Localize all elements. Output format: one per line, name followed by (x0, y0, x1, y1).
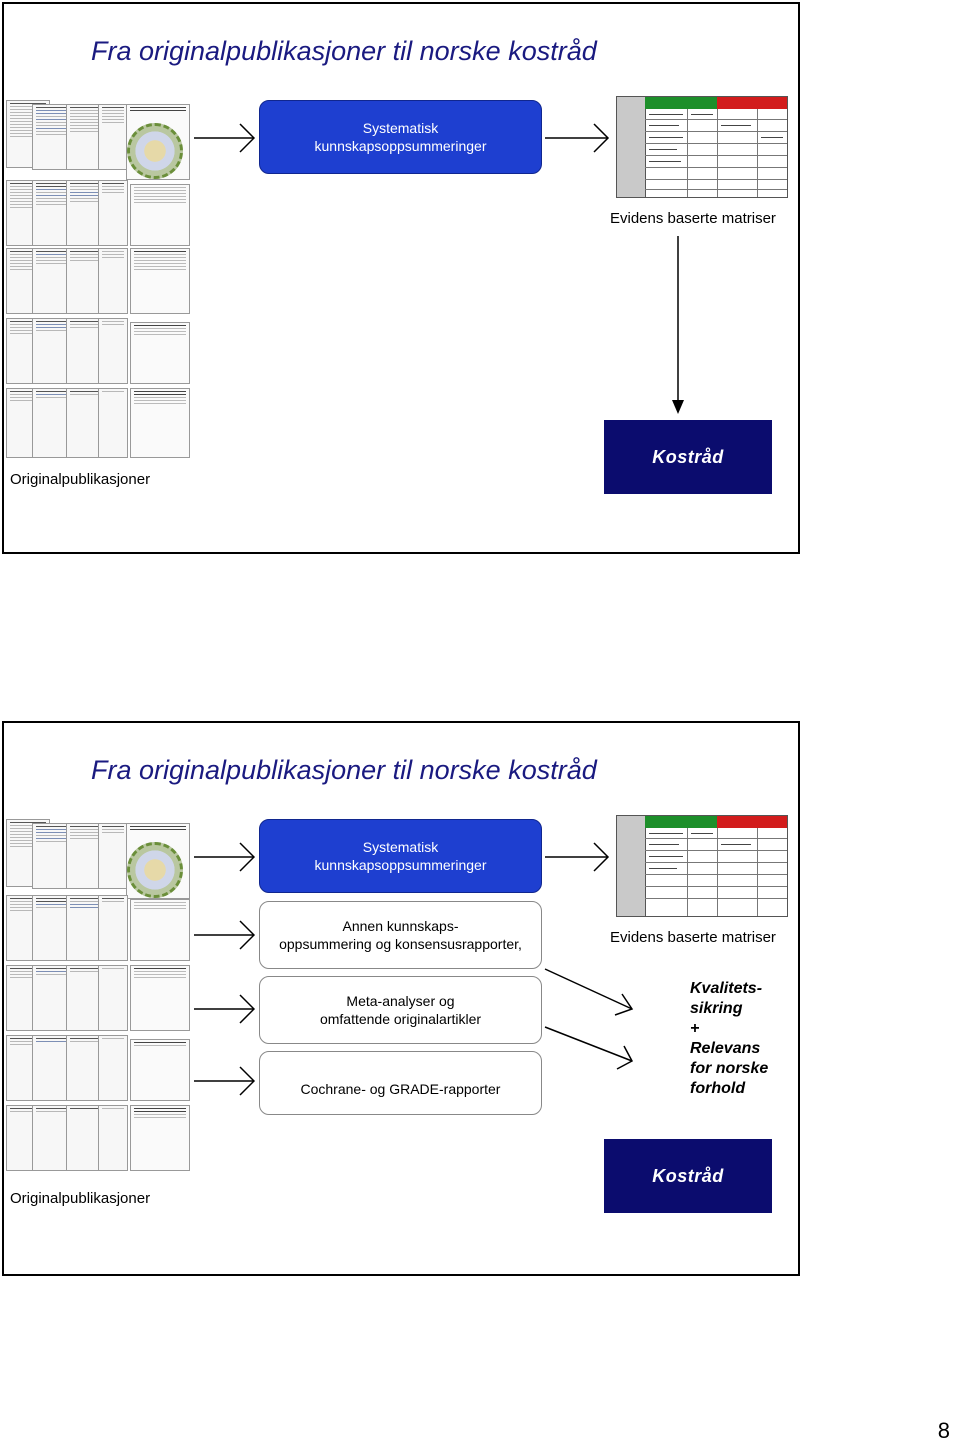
other-reviews-consensus-box: Annen kunnskaps- oppsummering og konsens… (259, 901, 542, 969)
publication-thumbnail (98, 180, 128, 246)
flow-arrows (194, 842, 634, 1096)
meta-analyses-box: Meta-analyser og omfattende originalarti… (259, 976, 542, 1044)
evidence-matrix-thumbnail (616, 815, 788, 917)
evidence-matrix-thumbnail (616, 96, 788, 198)
publication-thumbnail (130, 965, 190, 1031)
cochrane-grade-box: Cochrane- og GRADE-rapporter (259, 1051, 542, 1115)
slide-title: Fra originalpublikasjoner til norske kos… (91, 755, 597, 785)
original-publications-thumbnails (6, 819, 190, 1171)
publication-thumbnail (130, 1039, 190, 1101)
publication-thumbnail (98, 104, 128, 170)
publication-thumbnail (98, 1105, 128, 1171)
evidence-matrices-label: Evidens baserte matriser (610, 210, 776, 227)
publication-thumbnail (98, 388, 128, 458)
original-publications-thumbnails (6, 100, 190, 462)
slide-2: Fra originalpublikasjoner til norske kos… (2, 721, 800, 1276)
flow-arrows (194, 123, 684, 414)
evidence-matrices-label: Evidens baserte matriser (610, 929, 776, 946)
systematic-reviews-box: Systematisk kunnskapsoppsummeringer (259, 819, 542, 893)
kostrad-box: Kostråd (604, 420, 772, 494)
publication-thumbnail (98, 895, 128, 961)
publication-thumbnail (130, 1105, 190, 1171)
page-number: 8 (937, 1418, 950, 1443)
publication-thumbnail (130, 899, 190, 961)
original-publications-label: Originalpublikasjoner (10, 1190, 151, 1207)
publication-thumbnail (98, 318, 128, 384)
publication-thumbnail (98, 965, 128, 1031)
slide-1: Fra originalpublikasjoner til norske kos… (2, 2, 800, 554)
systematic-reviews-box: Systematisk kunnskapsoppsummeringer (259, 100, 542, 174)
publication-thumbnail (126, 823, 190, 899)
publication-thumbnail (130, 322, 190, 384)
publication-thumbnail (98, 248, 128, 314)
original-publications-label: Originalpublikasjoner (10, 471, 151, 488)
publication-thumbnail (98, 1035, 128, 1101)
publication-thumbnail (130, 184, 190, 246)
publication-thumbnail (126, 104, 190, 180)
slide-title: Fra originalpublikasjoner til norske kos… (91, 36, 597, 66)
kostrad-box: Kostråd (604, 1139, 772, 1213)
publication-thumbnail (130, 388, 190, 458)
publication-thumbnail (130, 248, 190, 314)
quality-relevance-text: Kvalitets- sikring + Relevans for norske… (690, 980, 769, 1097)
